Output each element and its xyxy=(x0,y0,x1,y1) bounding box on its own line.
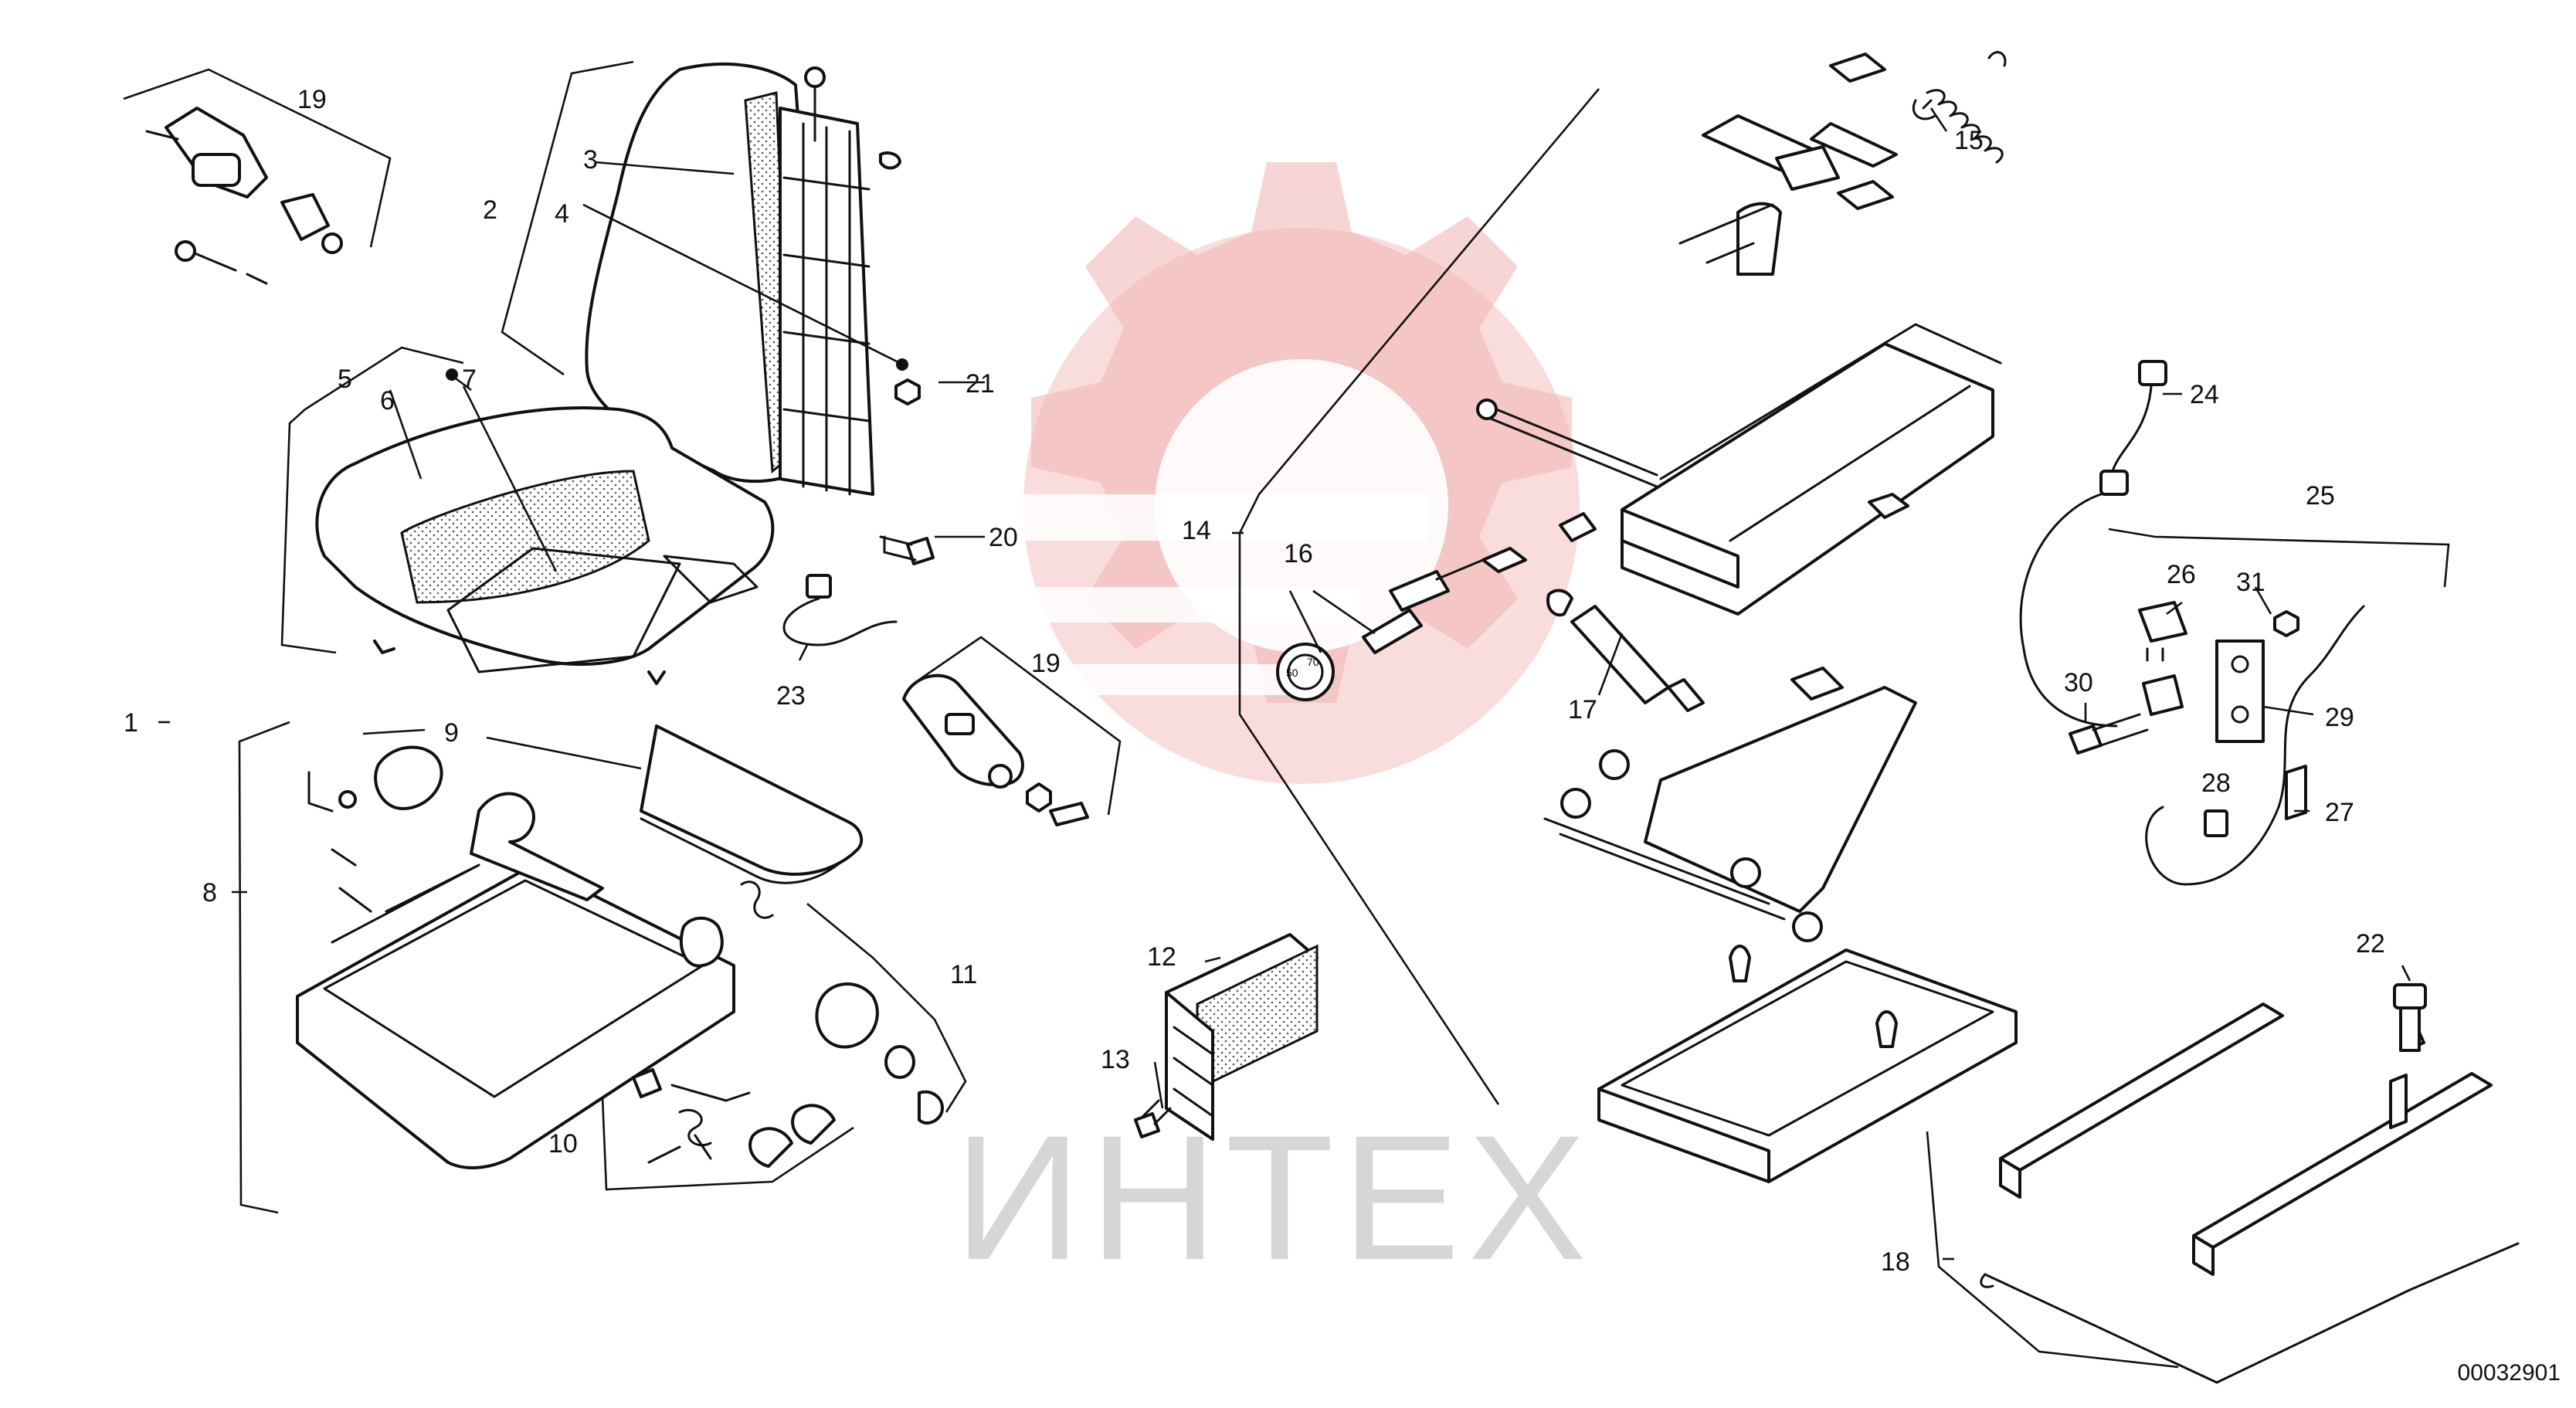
callout-labels: 1 2 3 4 5 6 7 8 9 10 11 12 13 14 15 16 1… xyxy=(124,85,2385,1277)
callout-25: 25 xyxy=(2306,481,2335,511)
callout-2: 2 xyxy=(483,195,497,225)
callout-3: 3 xyxy=(583,145,598,175)
knob-mark-70: 70 xyxy=(1307,656,1319,668)
callout-10: 10 xyxy=(548,1129,578,1159)
callout-1: 1 xyxy=(124,708,138,738)
part-5-seat-cushion xyxy=(280,346,775,685)
callout-20: 20 xyxy=(989,523,1018,552)
part-21-nut xyxy=(894,378,921,405)
part-23-harness xyxy=(782,574,898,646)
part-2-backrest xyxy=(501,60,908,496)
callout-24: 24 xyxy=(2190,380,2219,409)
callout-6: 6 xyxy=(380,386,395,416)
callout-22: 22 xyxy=(2356,929,2385,958)
knob-mark-50: 50 xyxy=(1286,667,1298,679)
part-19-top-belt xyxy=(123,68,392,285)
part-17-gas-spring xyxy=(1546,589,1705,712)
callout-30: 30 xyxy=(2064,668,2093,697)
part-14-suspension-mechanism xyxy=(1238,53,2002,1105)
callout-15: 15 xyxy=(1954,126,1984,155)
callout-27: 27 xyxy=(2325,798,2354,827)
part-lower-scissor xyxy=(1543,667,1917,942)
callout-11: 11 xyxy=(950,960,977,989)
callout-19-mid: 19 xyxy=(1031,649,1061,678)
document-number: 00032901 xyxy=(2457,1360,2561,1386)
callout-12: 12 xyxy=(1147,942,1176,972)
leader-lines xyxy=(158,107,2411,1260)
part-10-spring-kit xyxy=(601,1068,854,1191)
callout-21: 21 xyxy=(966,369,995,399)
part-24-harness xyxy=(2019,360,2365,886)
callout-19-top: 19 xyxy=(297,85,327,114)
part-base-frame xyxy=(1597,945,2018,1183)
callout-4: 4 xyxy=(555,199,569,229)
part-15-spring xyxy=(1912,51,2007,164)
callout-13: 13 xyxy=(1101,1045,1130,1074)
part-9-cover-plate xyxy=(640,724,864,884)
part-29-plate xyxy=(2215,640,2265,743)
callout-28: 28 xyxy=(2201,768,2231,798)
part-18-seat-rails xyxy=(1926,1003,2520,1384)
part-26-relay xyxy=(2138,601,2187,662)
callout-26: 26 xyxy=(2167,560,2196,589)
part-8-seat-frame xyxy=(238,721,944,1214)
watermark-text: ИНТЕХ xyxy=(954,1098,1594,1297)
callout-14: 14 xyxy=(1182,516,1211,545)
callout-29: 29 xyxy=(2325,703,2354,732)
callout-9: 9 xyxy=(444,718,459,748)
part-31-nut xyxy=(2273,610,2299,637)
part-20-bolt xyxy=(879,535,935,565)
part-12-profile-rail xyxy=(1165,933,1319,1141)
callout-16: 16 xyxy=(1284,539,1313,568)
part-22-bolt xyxy=(2393,983,2427,1052)
callout-7: 7 xyxy=(462,365,477,394)
part-27-connector xyxy=(2285,765,2307,820)
callout-8: 8 xyxy=(202,878,217,908)
part-25-bracket-label xyxy=(2108,528,2450,588)
callout-17: 17 xyxy=(1568,695,1597,724)
part-19-mid-buckle xyxy=(902,636,1122,826)
part-28-fuse xyxy=(2204,809,2228,837)
callout-31: 31 xyxy=(2236,568,2265,597)
callout-23: 23 xyxy=(776,681,806,711)
part-11-lever-kit xyxy=(740,880,967,1113)
part-13-screw xyxy=(1134,1099,1172,1138)
part-16-adjustment-knob: 50 70 xyxy=(1276,512,1597,701)
part-30-bolt-and-mount xyxy=(2069,674,2184,755)
watermark-gear-logo xyxy=(888,162,1580,784)
callout-18: 18 xyxy=(1881,1247,1910,1277)
callout-5: 5 xyxy=(338,365,352,394)
